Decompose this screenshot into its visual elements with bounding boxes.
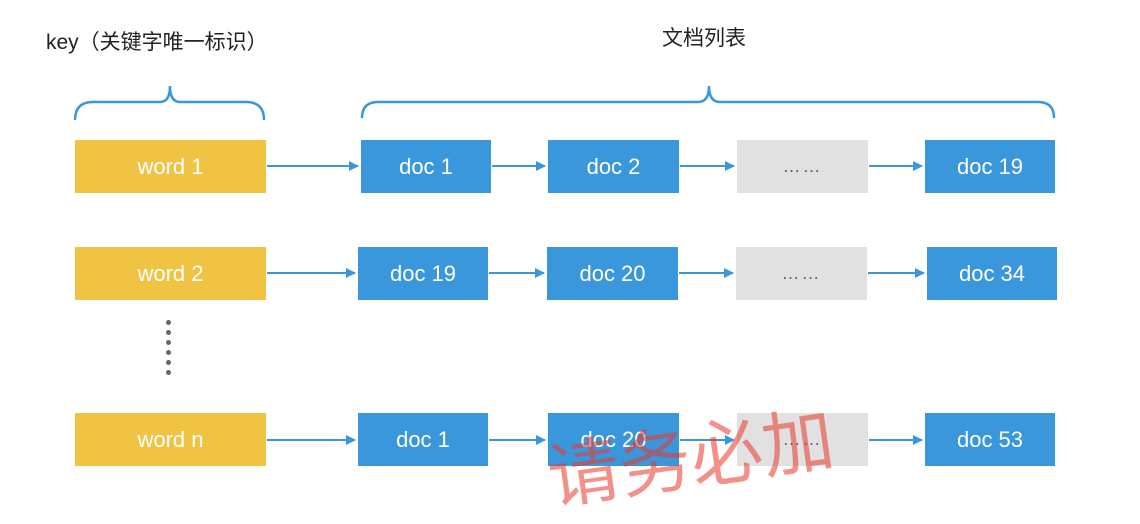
doc-box: doc 19 — [925, 140, 1055, 193]
doc-box: doc 53 — [925, 413, 1055, 466]
ellipsis-box: …… — [737, 413, 868, 466]
key-label: key（关键字唯一标识） — [46, 31, 268, 54]
doc-box: doc 19 — [358, 247, 488, 300]
doc-box: doc 2 — [548, 140, 679, 193]
doc-box: doc 1 — [358, 413, 488, 466]
key-brace — [73, 85, 266, 121]
doc-box: doc 1 — [361, 140, 491, 193]
word-box: word 1 — [75, 140, 266, 193]
doc-box: doc 34 — [927, 247, 1057, 300]
doc-box: doc 20 — [548, 413, 679, 466]
ellipsis-box: …… — [736, 247, 867, 300]
word-box: word 2 — [75, 247, 266, 300]
doc-list-brace — [360, 85, 1056, 119]
watermark: 请务必加 — [542, 396, 840, 521]
word-box: word n — [75, 413, 266, 466]
doc-list-label: 文档列表 — [662, 27, 746, 50]
ellipsis-box: …… — [737, 140, 868, 193]
doc-box: doc 20 — [547, 247, 678, 300]
